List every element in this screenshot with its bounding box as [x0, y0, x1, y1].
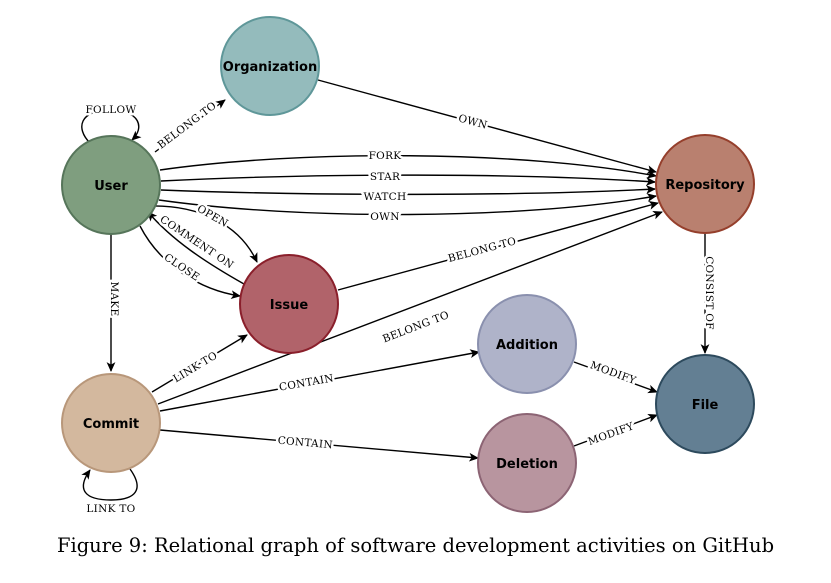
node-user: User — [61, 135, 161, 235]
edge-link-to-issue — [151, 334, 248, 393]
edge-belong-to-issue — [337, 201, 659, 291]
edge-fork — [159, 154, 657, 179]
node-label-deletion: Deletion — [496, 457, 558, 472]
label-contain-addition: CONTAIN — [278, 372, 335, 393]
label-watch: WATCH — [364, 191, 407, 203]
edge-open — [149, 205, 258, 263]
edge-follow — [81, 109, 142, 144]
label-contain-deletion: CONTAIN — [277, 435, 333, 452]
edge-close — [139, 225, 241, 300]
label-belong-to-issue: BELONG TO — [447, 235, 518, 265]
label-own-user: OWN — [370, 211, 400, 223]
label-make: MAKE — [108, 281, 120, 316]
edge-watch — [160, 185, 656, 196]
label-link-to-issue: LINK TO — [171, 350, 219, 386]
edge-contain-deletion — [159, 429, 479, 462]
node-issue: Issue — [239, 254, 339, 354]
label-close: CLOSE — [162, 251, 202, 283]
label-own-org: OWN — [457, 112, 489, 131]
figure-caption: Figure 9: Relational graph of software d… — [56, 534, 775, 557]
label-modify-addition: MODIFY — [588, 359, 638, 387]
node-label-repository: Repository — [665, 178, 745, 193]
label-modify-deletion: MODIFY — [586, 420, 636, 448]
edge-link-to-self — [81, 468, 138, 501]
label-link-to-self: LINK TO — [86, 503, 135, 515]
node-label-organization: Organization — [223, 60, 317, 75]
node-label-file: File — [692, 398, 719, 413]
label-belong-to-org: BELONG TO — [156, 100, 219, 152]
label-star: STAR — [370, 171, 401, 183]
node-addition: Addition — [477, 294, 577, 394]
label-consist-of: CONSIST OF — [703, 256, 715, 330]
label-fork: FORK — [369, 150, 402, 162]
node-organization: Organization — [220, 16, 320, 116]
node-label-issue: Issue — [270, 298, 309, 313]
edge-modify-addition — [573, 361, 658, 394]
relational-graph: Organization User Issue Repository Addit… — [61, 16, 755, 515]
node-label-addition: Addition — [496, 338, 558, 353]
edge-comment-on — [147, 211, 245, 285]
edge-belong-to-org — [154, 99, 226, 153]
node-repository: Repository — [655, 134, 755, 234]
edge-star — [160, 174, 656, 186]
node-label-user: User — [94, 179, 128, 194]
node-commit: Commit — [61, 373, 161, 473]
edge-belong-to-commit — [157, 211, 663, 405]
node-deletion: Deletion — [477, 413, 577, 513]
edge-own-org — [317, 79, 657, 174]
edge-contain-addition — [159, 349, 480, 412]
edge-modify-deletion — [573, 413, 658, 447]
label-follow: FOLLOW — [85, 104, 136, 116]
edge-own-user — [158, 193, 657, 216]
node-label-commit: Commit — [83, 417, 139, 432]
node-file: File — [655, 354, 755, 454]
